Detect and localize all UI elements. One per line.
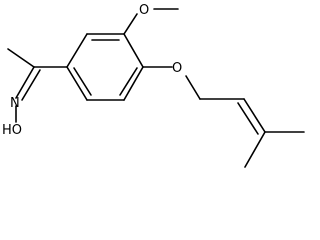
atom-labels: O O N HO: [2, 3, 182, 138]
bond-c-n-double-1: [15, 66, 35, 99]
methoxy-oxygen-label: O: [139, 3, 149, 18]
bond-c-methyl-2: [244, 131, 266, 168]
oxime-nitrogen-label: N: [10, 96, 20, 111]
bond-c-n-double-2: [21, 69, 41, 101]
ring-bond-4: [123, 66, 144, 101]
bond-methyl-c-oxime: [7, 48, 35, 68]
bond-ch-c-double-2: [237, 102, 259, 135]
bond-o-ch2: [185, 75, 201, 100]
ether-oxygen-label: O: [172, 61, 182, 76]
ring-bond-3: [123, 33, 144, 68]
bond-ch-c-double-1: [243, 98, 266, 133]
bonds: [7, 8, 305, 168]
structure-diagram: O O N HO: [2, 3, 305, 168]
ring-inner-2: [119, 67, 138, 96]
ring-bond-1: [66, 33, 88, 68]
bond-ring-o-methoxy: [123, 13, 138, 35]
oxime-hydroxyl-label: HO: [2, 123, 22, 138]
ring-bond-6: [66, 66, 88, 101]
ring-inner-3: [73, 67, 92, 96]
